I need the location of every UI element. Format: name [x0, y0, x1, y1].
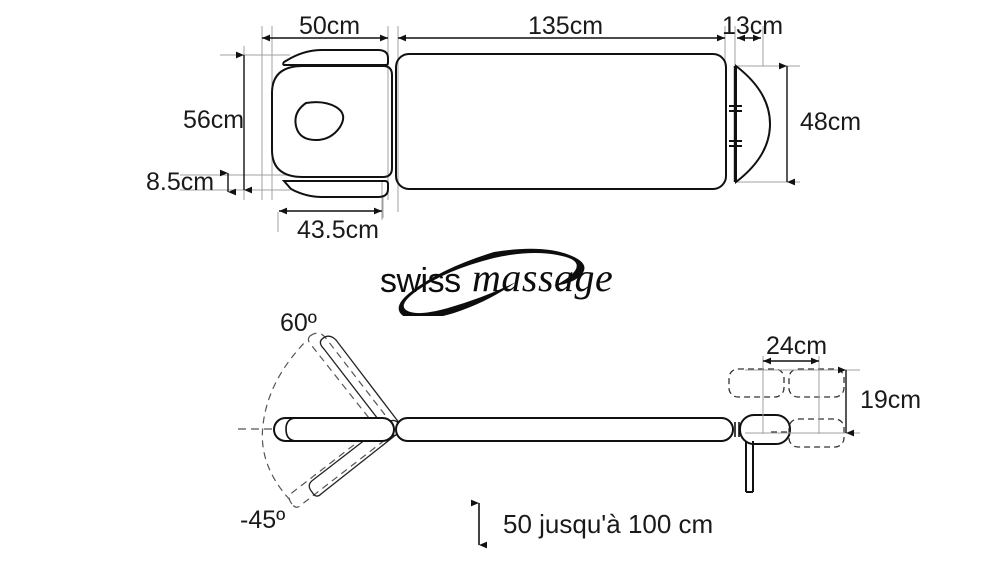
label-height-range: 50 jusqu'à 100 cm	[503, 509, 714, 539]
head-wing-lower	[281, 180, 389, 198]
label-headrest-width: 43.5cm	[297, 216, 379, 244]
face-hole	[294, 101, 345, 142]
label-backrest-thickness: 13cm	[722, 12, 784, 40]
backrest-panel	[735, 63, 772, 185]
armrest-ghost-right	[788, 368, 845, 398]
logo-swash-icon	[398, 248, 585, 320]
label-headrest-up-angle: 60º	[280, 309, 317, 337]
label-main-section-length: 135cm	[528, 12, 604, 40]
main-bed-section	[395, 53, 727, 190]
label-headrest-down-angle: -45º	[240, 506, 286, 534]
head-section-body	[271, 65, 393, 178]
label-armrest-width: 24cm	[766, 332, 828, 360]
side-leg-section	[739, 414, 791, 445]
label-head-wing-width: 8.5cm	[146, 168, 215, 196]
top-view-table-body	[271, 49, 772, 198]
armrest-ghost-left	[728, 368, 785, 398]
logo-swash-stroke	[398, 248, 585, 320]
logo-text-swiss: swiss	[380, 262, 461, 300]
brand-logo: swiss massage	[376, 246, 626, 320]
label-head-section-length: 50cm	[299, 12, 361, 40]
head-wing-upper	[282, 49, 389, 66]
side-headrest-section	[273, 417, 395, 442]
side-headrest-joint-line	[285, 417, 298, 442]
logo-text-massage: massage	[472, 255, 614, 300]
label-table-width: 56cm	[183, 106, 245, 134]
label-armrest-height: 19cm	[860, 386, 922, 414]
side-view-table-body	[273, 414, 791, 493]
side-main-section	[395, 417, 734, 442]
label-backrest-height: 48cm	[800, 108, 862, 136]
support-post	[745, 441, 754, 492]
